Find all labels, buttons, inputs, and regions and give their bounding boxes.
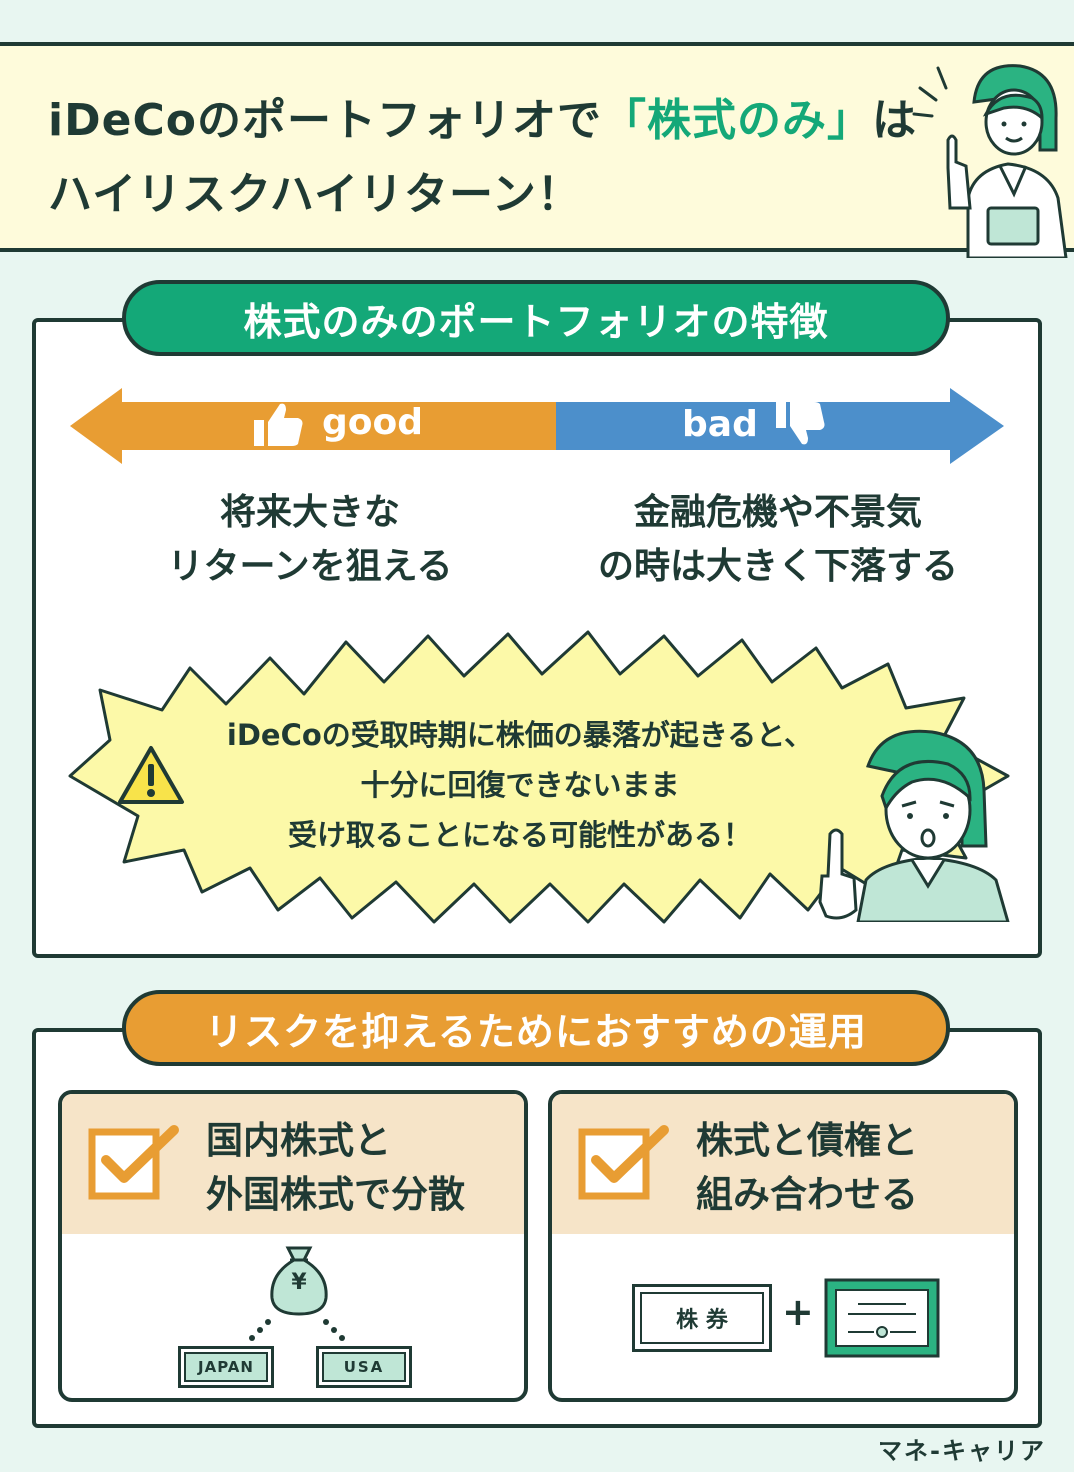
recommend-title: リスクを抑えるためにおすすめの運用 (205, 1009, 867, 1054)
combine-card: 株式と債権と 組み合わせる 株 券 + (548, 1090, 1018, 1402)
japan-bill: JAPAN (178, 1346, 274, 1388)
money-bag-icon (270, 1246, 328, 1316)
bad-description-line1: 金融危機や不景気 (633, 492, 922, 533)
warning-message: iDeCoの受取時期に株価の暴落が起きると、 十分に回復できないまま 受け取るこ… (170, 710, 870, 860)
warning-burst (68, 630, 1010, 924)
stock-certificate: 株 券 (632, 1284, 772, 1352)
good-description-line2: リターンを狙える (167, 546, 453, 587)
brand-logo: マネ-キャリア (878, 1437, 1046, 1465)
warning-line2: 十分に回復できないまま (360, 768, 680, 802)
header-banner: iDeCoのポートフォリオで「株式のみ」は ハイリスクハイリターン！ (0, 42, 1074, 258)
header-title-suffix: は (871, 95, 917, 146)
woman-pointing-illustration (912, 64, 1068, 258)
japan-label: JAPAN (184, 1352, 268, 1382)
good-label: good (322, 402, 424, 443)
diversify-title-line2: 外国株式で分散 (206, 1173, 465, 1216)
warning-icon (118, 746, 184, 804)
plus-sign: + (782, 1290, 814, 1334)
usa-label: USA (322, 1352, 406, 1382)
bad-label: bad (682, 404, 758, 445)
bond-certificate-icon (824, 1278, 940, 1358)
header-title-line2: ハイリスクハイリターン！ (48, 169, 582, 220)
header-title-highlight: 「株式のみ」 (601, 95, 872, 146)
good-description-line1: 将来大きな (219, 492, 400, 533)
yen-symbol: ¥ (291, 1270, 307, 1295)
thumbs-down-icon (776, 402, 825, 445)
worried-woman-illustration (818, 729, 1010, 922)
features-title: 株式のみのポートフォリオの特徴 (243, 299, 829, 344)
checkbox-checked-icon (88, 1125, 179, 1200)
diversify-title: 国内株式と 外国株式で分散 (206, 1114, 465, 1222)
recommend-title-pill: リスクを抑えるためにおすすめの運用 (122, 990, 950, 1066)
header-title-line1: iDeCoのポートフォリオで「株式のみ」は (48, 84, 917, 148)
split-dots (249, 1319, 345, 1341)
bad-description: 金融危機や不景気 の時は大きく下落する (558, 486, 998, 594)
usa-bill: USA (316, 1346, 412, 1388)
diversify-card: 国内株式と 外国株式で分散 ¥ JAPAN USA (58, 1090, 528, 1402)
diversify-title-line1: 国内株式と (206, 1119, 391, 1162)
checkbox-checked-icon (578, 1125, 669, 1200)
combine-title: 株式と債権と 組み合わせる (696, 1114, 918, 1222)
header-title-prefix: iDeCoのポートフォリオで (48, 95, 602, 146)
combine-title-line1: 株式と債権と (696, 1119, 918, 1162)
good-bad-arrow (70, 388, 1004, 464)
stock-certificate-label: 株 券 (640, 1292, 764, 1344)
combine-title-line2: 組み合わせる (696, 1173, 918, 1216)
features-title-pill: 株式のみのポートフォリオの特徴 (122, 280, 950, 356)
thumbs-up-icon (254, 403, 303, 446)
good-description: 将来大きな リターンを狙える (100, 486, 520, 594)
warning-line1: iDeCoの受取時期に株価の暴落が起きると、 (226, 718, 814, 752)
bad-description-line2: の時は大きく下落する (597, 546, 958, 587)
warning-line3: 受け取ることになる可能性がある！ (287, 818, 752, 852)
